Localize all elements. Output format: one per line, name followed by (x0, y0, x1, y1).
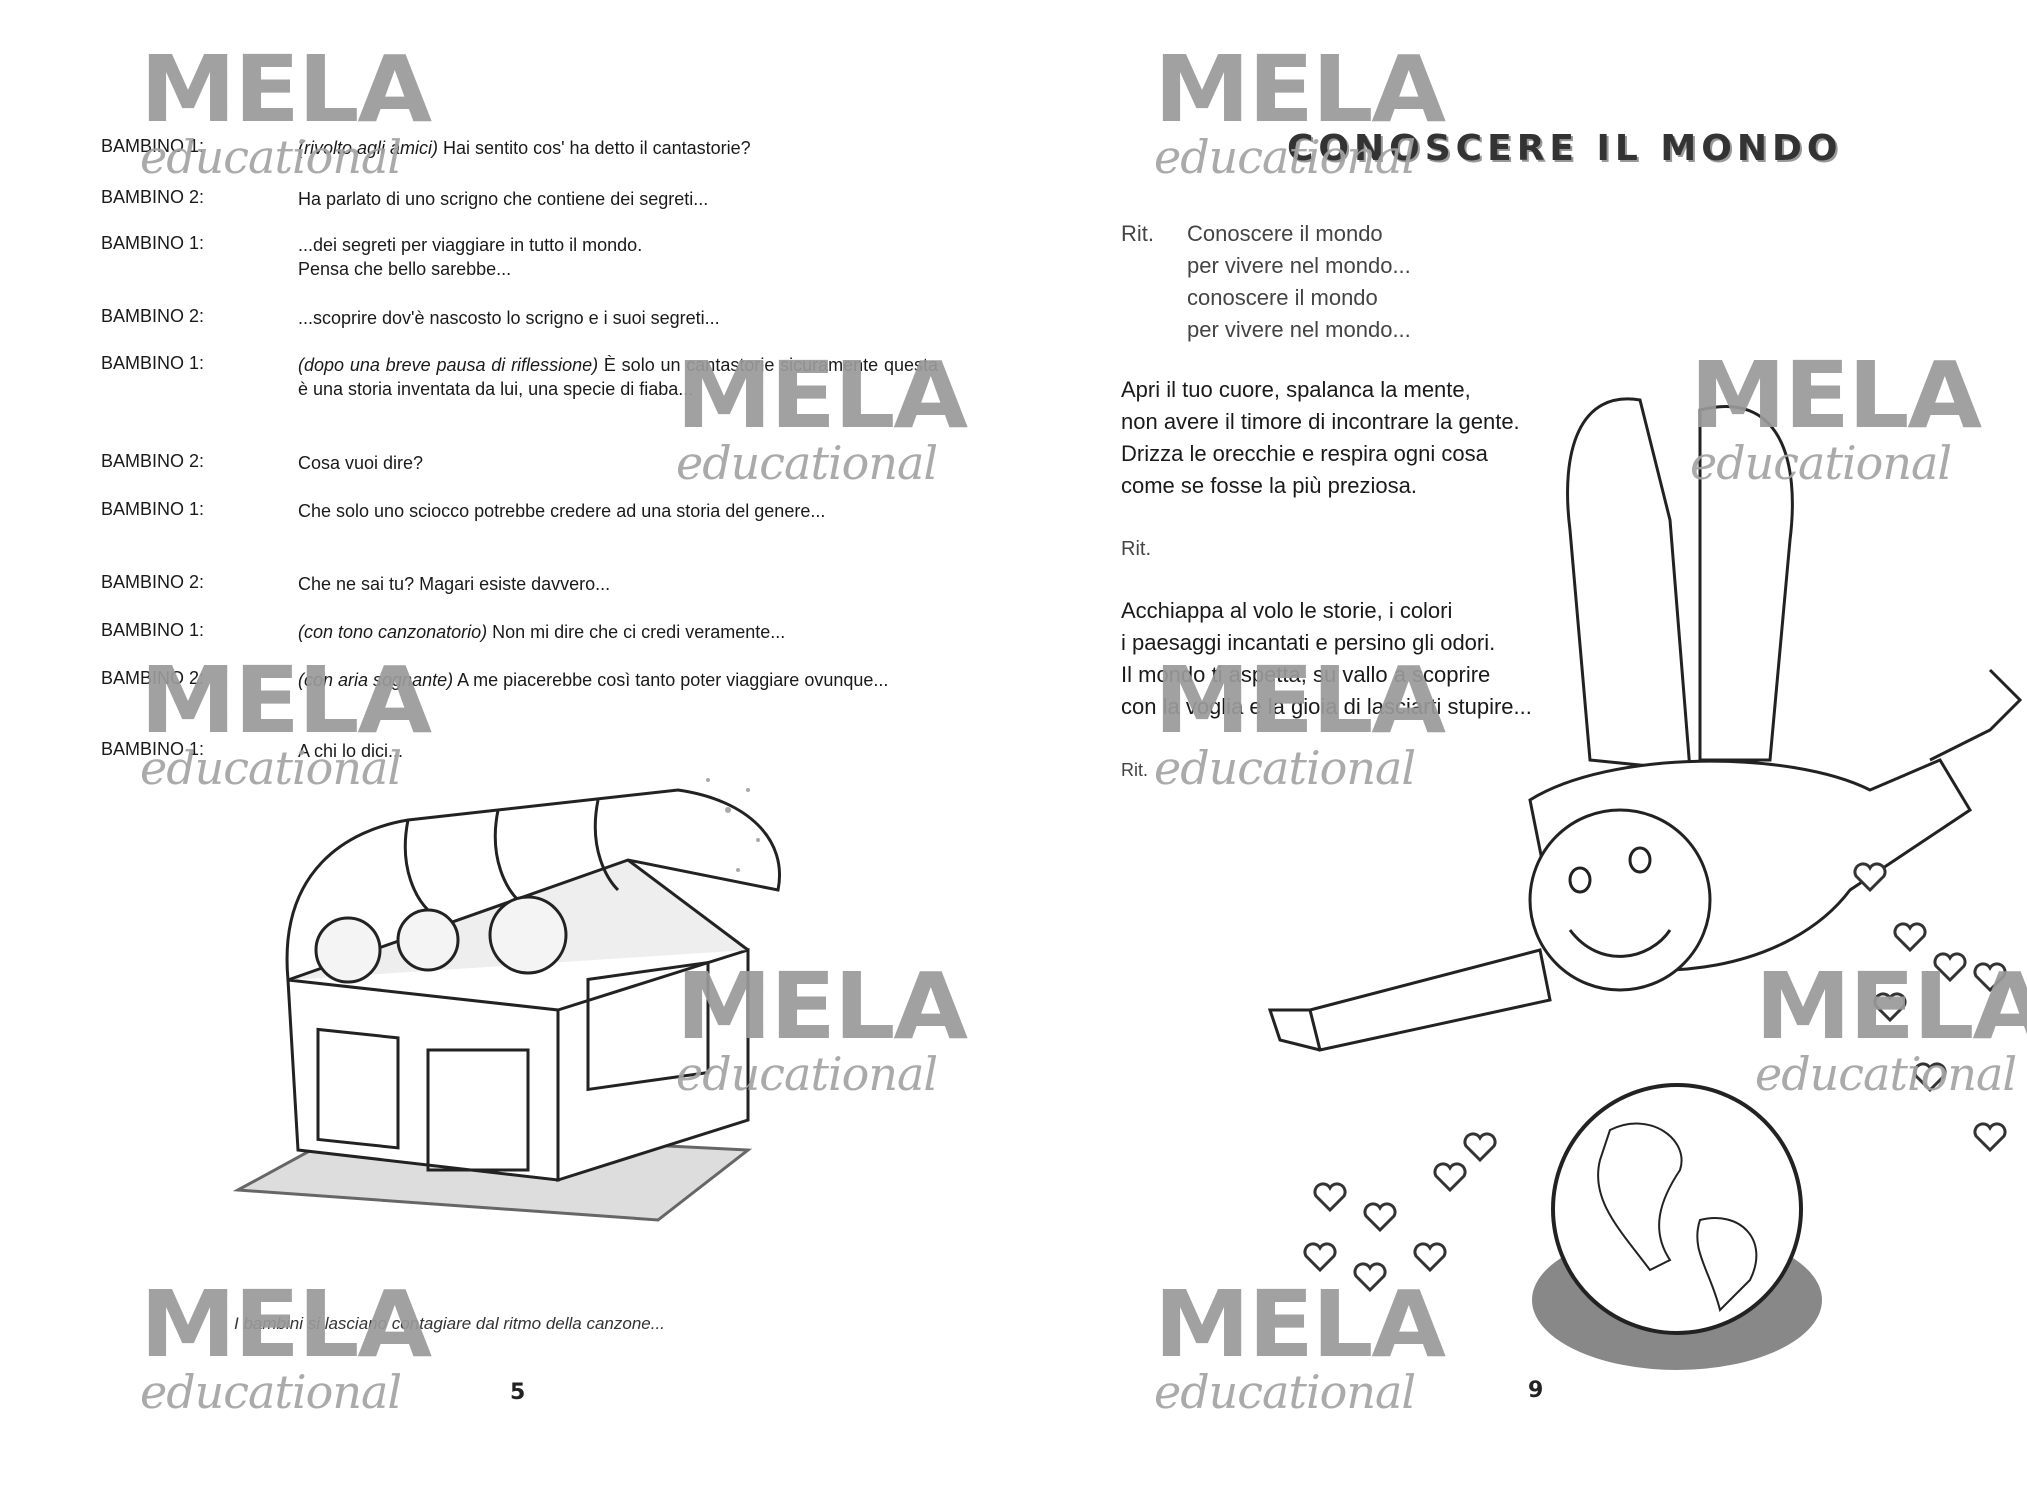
stage-direction: (con aria sognante) (298, 670, 454, 690)
dialogue-text: ...dei segreti per viaggiare in tutto il… (298, 235, 643, 279)
dialogue-line: Ha parlato di uno scrigno che contiene d… (298, 187, 938, 211)
treasure-chest-illustration (232, 778, 781, 1222)
refrain-line: conoscere il mondo (1187, 285, 1378, 310)
verse-line: Il mondo ti aspetta, su vallo a scoprire (1121, 662, 1491, 687)
speaker-label: BAMBINO 1: (101, 136, 205, 156)
dialogue-line: (dopo una breve pausa di riflessione) È … (298, 353, 938, 401)
speaker-label: BAMBINO 1: (101, 620, 205, 640)
speaker-label: BAMBINO 2: (101, 572, 205, 592)
dialogue-line: (rivolto agli amici) Hai sentito cos' ha… (298, 136, 938, 160)
speaker-label: BAMBINO 2: (101, 668, 205, 688)
speaker-label: BAMBINO 2: (101, 306, 205, 326)
verse-line: come se fosse la più preziosa. (1121, 473, 1417, 498)
dialogue-text: Che solo uno sciocco potrebbe credere ad… (298, 501, 826, 521)
dialogue-text: Che ne sai tu? Magari esiste davvero... (298, 574, 611, 594)
dialogue-line: (con tono canzonatorio) Non mi dire che … (298, 620, 938, 644)
page-number-right: 9 (1528, 1378, 1544, 1403)
caption: I bambini si lasciano contagiare dal rit… (234, 1314, 665, 1333)
speaker-label: BAMBINO 1: (101, 233, 205, 253)
stage-direction: (rivolto agli amici) (298, 138, 439, 158)
refrain-line: per vivere nel mondo... (1187, 253, 1411, 278)
verse-line: con la voglia e la gioia di lasciarti st… (1121, 694, 1532, 719)
dialogue-text: Non mi dire che ci credi veramente... (487, 622, 786, 642)
watermark-word: MELA (1154, 36, 1446, 143)
verse-line: Apri il tuo cuore, spalanca la mente, (1121, 377, 1471, 402)
verse-1: Apri il tuo cuore, spalanca la mente, no… (1121, 374, 1520, 502)
dialogue-line: Che solo uno sciocco potrebbe credere ad… (298, 499, 938, 523)
dialogue-text: A chi lo dici... (298, 741, 404, 761)
speaker-label: BAMBINO 1: (101, 353, 205, 373)
refrain-line: per vivere nel mondo... (1187, 317, 1411, 342)
stage-direction: (dopo una breve pausa di riflessione) (298, 355, 599, 375)
boy-and-globe-illustration (1267, 397, 2023, 1370)
dialogue-line: A chi lo dici... (298, 739, 938, 763)
dialogue-text: Hai sentito cos' ha detto il cantastorie… (438, 138, 751, 158)
hearts (1303, 862, 2007, 1293)
verse-2: Acchiappa al volo le storie, i colori i … (1121, 595, 1532, 723)
refrain-marker: Rit. (1121, 538, 1151, 560)
dialogue-line: ...dei segreti per viaggiare in tutto il… (298, 233, 938, 281)
verse-line: Drizza le orecchie e respira ogni cosa (1121, 441, 1488, 466)
song-title: CONOSCERE IL MONDO (1287, 128, 1843, 169)
page-number-left: 5 (510, 1380, 526, 1405)
dialogue-text: Ha parlato di uno scrigno che contiene d… (298, 189, 709, 209)
dialogue-line: (con aria sognante) A me piacerebbe così… (298, 668, 938, 692)
verse-line: Acchiappa al volo le storie, i colori (1121, 598, 1453, 623)
verse-line: i paesaggi incantati e persino gli odori… (1121, 630, 1496, 655)
speaker-label: BAMBINO 2: (101, 187, 205, 207)
verse-line: non avere il timore di incontrare la gen… (1121, 409, 1520, 434)
speaker-label: BAMBINO 2: (101, 451, 205, 471)
speaker-label: BAMBINO 1: (101, 499, 205, 519)
refrain-label: Rit. (1121, 221, 1154, 246)
dialogue-line: ...scoprire dov'è nascosto lo scrigno e … (298, 306, 938, 330)
watermark-word: educational (140, 1365, 402, 1419)
dialogue-text: ...scoprire dov'è nascosto lo scrigno e … (298, 308, 720, 328)
dialogue-text: Cosa vuoi dire? (298, 453, 424, 473)
dialogue-text: A me piacerebbe così tanto poter viaggia… (453, 670, 889, 690)
dialogue-line: Cosa vuoi dire? (298, 451, 938, 475)
speaker-label: BAMBINO 1: (101, 739, 205, 759)
stage-direction: (con tono canzonatorio) (298, 622, 488, 642)
dialogue-line: Che ne sai tu? Magari esiste davvero... (298, 572, 938, 596)
refrain-marker: Rit. (1121, 760, 1148, 780)
refrain-line: Conoscere il mondo (1187, 221, 1383, 246)
watermark-word: MELA (140, 36, 432, 143)
refrain: Conoscere il mondo per vivere nel mondo.… (1187, 218, 1411, 346)
dialogue-text: È solo un cantastorie sicuramente questa… (298, 355, 938, 399)
